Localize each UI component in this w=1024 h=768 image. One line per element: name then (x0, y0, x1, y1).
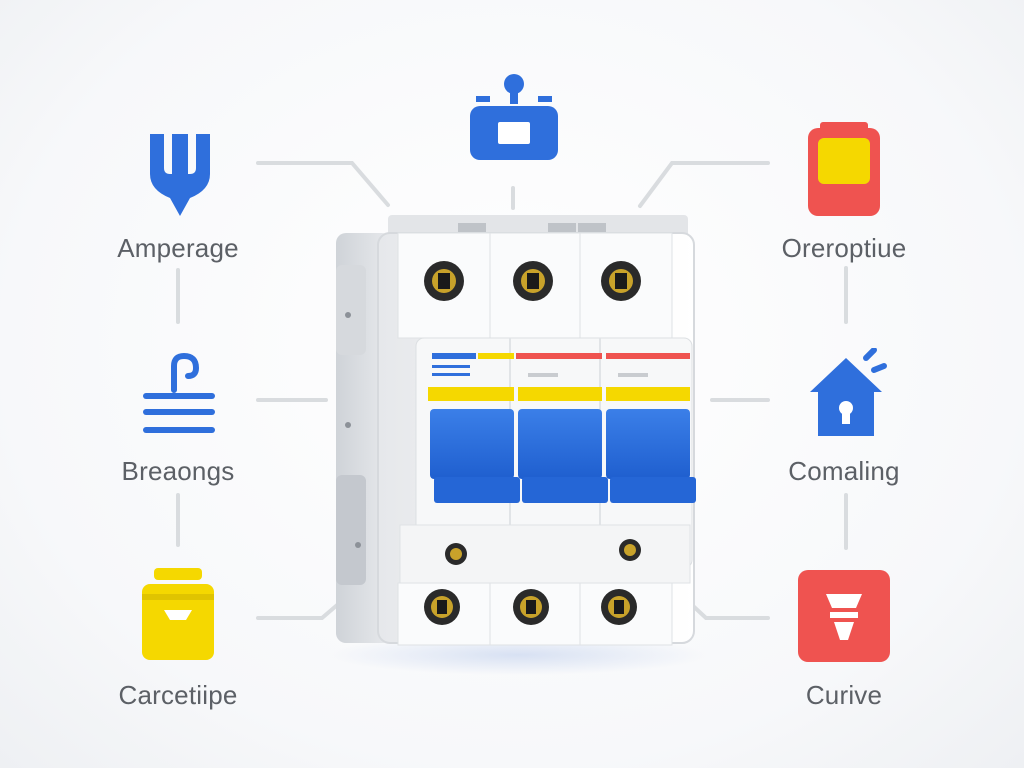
battery-icon (808, 122, 880, 216)
label-amperage: Amperage (117, 233, 239, 263)
label-carcetiipe: Carcetiipe (118, 680, 238, 710)
lower-terminals (397, 582, 673, 646)
waves-icon (143, 352, 215, 433)
terminal-screw (601, 589, 637, 625)
label-comaling: Comaling (788, 456, 900, 486)
circuit-breaker (328, 215, 708, 675)
connector-amperage (256, 161, 390, 207)
fork-icon (150, 134, 210, 216)
toggle-switch (430, 409, 514, 479)
toggle-switches (430, 409, 696, 503)
house-icon (810, 348, 887, 436)
toggle-switch (518, 409, 602, 479)
label-oreroptiue: Oreroptiue (781, 233, 907, 263)
label-curive: Curive (805, 680, 883, 710)
middle-terminals (399, 524, 691, 584)
upper-terminals (397, 232, 673, 339)
terminal-screw (513, 261, 553, 301)
connector-oreroptiue (638, 161, 770, 208)
terminal-screw (424, 261, 464, 301)
label-breaongs: Breaongs (121, 456, 235, 486)
terminal-screw (601, 261, 641, 301)
terminal-screw (424, 589, 460, 625)
label-strips (428, 353, 690, 401)
terminal-screw (513, 589, 549, 625)
toggle-switch (606, 409, 690, 479)
bulb-icon (798, 570, 890, 662)
switch-icon (470, 74, 558, 160)
basket-icon (142, 568, 214, 660)
